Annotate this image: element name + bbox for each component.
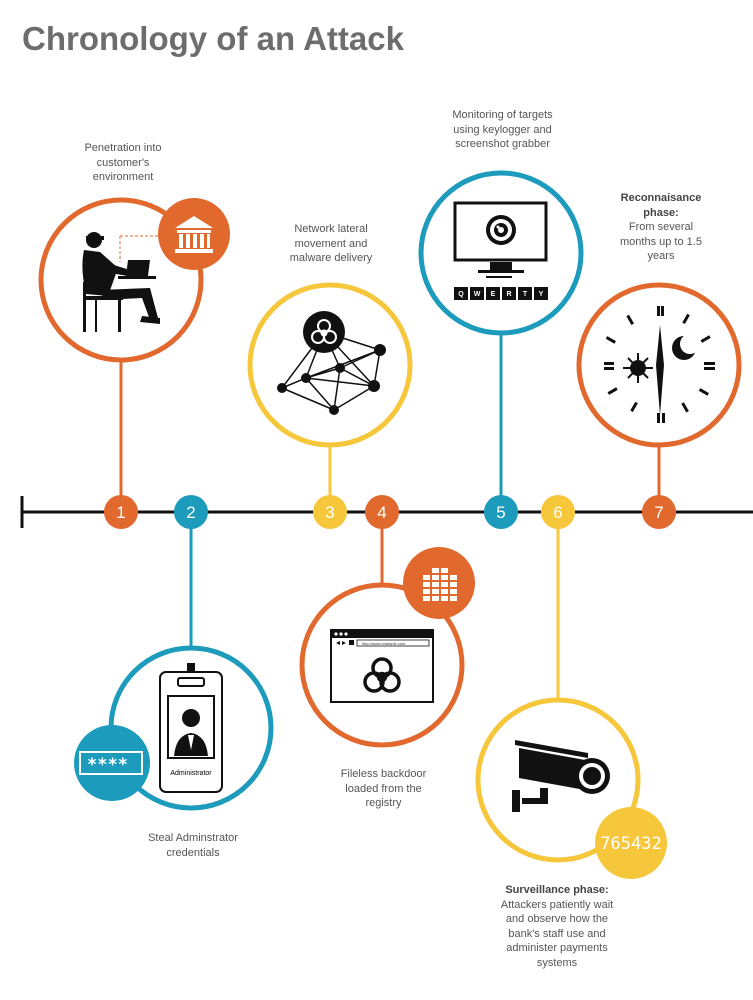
stage-5-caption: Monitoring of targets using keylogger an… xyxy=(452,109,553,150)
key-y: Y xyxy=(539,291,544,298)
keyboard-keys: Q W E R T Y xyxy=(454,287,548,300)
connector-lines xyxy=(119,333,661,700)
biohazard-icon xyxy=(311,319,337,344)
timeline-marker-2: 2 xyxy=(174,495,208,529)
stage-7-heading: Reconnaisance phase: xyxy=(620,192,702,219)
timeline-marker-3: 3 xyxy=(313,495,347,529)
stage-1-caption: Penetration into customer's environment xyxy=(84,142,162,183)
timeline-marker-7: 7 xyxy=(642,495,676,529)
stage-6-caption-block: Surveillance phase: Attackers patiently … xyxy=(496,883,618,970)
password-mask: **** xyxy=(87,755,128,775)
stage-3-caption: Network lateral movement and malware del… xyxy=(289,223,373,264)
bank-icon xyxy=(175,216,213,253)
key-q: Q xyxy=(458,291,464,298)
timeline-number-1: 1 xyxy=(116,503,125,522)
stage-7-caption: From several months up to 1.5 years xyxy=(620,221,702,262)
stage-2-caption: Steal Adminstrator credentials xyxy=(148,832,238,859)
timeline-number-2: 2 xyxy=(186,503,195,522)
timeline-number-7: 7 xyxy=(654,503,663,522)
bank-badge xyxy=(158,198,230,270)
monitor-keyboard-icon xyxy=(453,201,548,278)
registry-grid-icon xyxy=(423,568,457,601)
timeline-number-5: 5 xyxy=(496,503,505,522)
timeline-markers: 1 2 3 4 5 6 7 xyxy=(104,495,676,529)
key-e: E xyxy=(491,291,496,298)
timeline-number-3: 3 xyxy=(325,503,334,522)
security-camera-icon xyxy=(512,740,610,812)
sun-moon-clock-icon xyxy=(604,306,715,423)
biohazard-icon xyxy=(363,657,401,693)
password-badge: **** xyxy=(74,725,150,801)
key-w: W xyxy=(474,291,481,298)
stage-5-circle: Q W E R T Y xyxy=(418,170,584,336)
timeline-marker-4: 4 xyxy=(365,495,399,529)
timeline-marker-1: 1 xyxy=(104,495,138,529)
card-label: Administrator xyxy=(170,770,212,777)
stage-4-circle: http://www.example.com xyxy=(299,582,465,748)
stage-7-caption-block: Reconnaisance phase: From several months… xyxy=(610,191,712,264)
stage-3-circle xyxy=(247,282,413,448)
timeline-marker-6: 6 xyxy=(541,495,575,529)
code-badge: 765432 xyxy=(595,807,667,879)
stage-7-circle xyxy=(576,282,742,448)
stage-2-circle: Administrator xyxy=(108,645,274,811)
timeline-marker-5: 5 xyxy=(484,495,518,529)
registry-badge xyxy=(403,547,475,619)
key-r: R xyxy=(506,291,511,298)
stage-6-circle xyxy=(475,697,641,863)
hacker-at-laptop-icon xyxy=(82,232,160,332)
stage-4-caption: Fileless backdoor loaded from the regist… xyxy=(340,768,427,809)
key-t: T xyxy=(523,291,528,298)
page-title: Chronology of an Attack xyxy=(22,20,404,57)
timeline-number-6: 6 xyxy=(553,503,562,522)
numeric-code: 765432 xyxy=(600,834,661,854)
browser-biohazard-icon: http://www.example.com xyxy=(330,629,434,703)
id-badge-icon: Administrator xyxy=(159,663,223,793)
browser-url: http://www.example.com xyxy=(362,641,406,646)
stage-6-caption: Attackers patiently wait and observe how… xyxy=(500,898,614,969)
timeline-number-4: 4 xyxy=(377,503,386,522)
stage-6-heading: Surveillance phase: xyxy=(505,884,609,896)
